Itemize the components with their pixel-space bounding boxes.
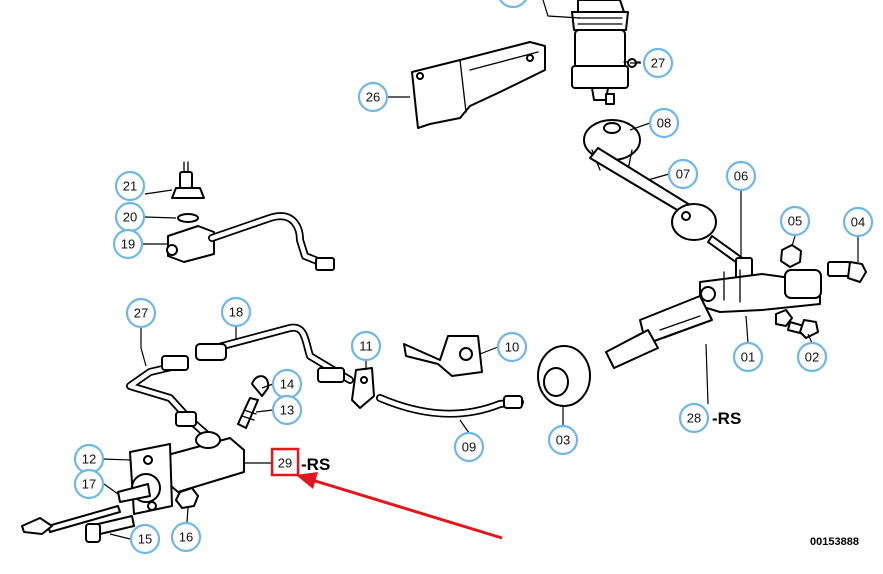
callout-12[interactable]: 12 bbox=[73, 443, 105, 475]
svg-text:03: 03 bbox=[556, 433, 570, 448]
svg-text:17: 17 bbox=[82, 477, 96, 492]
svg-text:06: 06 bbox=[734, 169, 748, 184]
callout-08[interactable]: 08 bbox=[648, 107, 680, 139]
leader-lines bbox=[102, 62, 859, 540]
callout-04[interactable]: 04 bbox=[842, 206, 874, 238]
highlight-arrow bbox=[296, 472, 503, 540]
callout-03[interactable]: 03 bbox=[547, 424, 579, 456]
slave-cylinder-29 bbox=[117, 431, 245, 515]
svg-text:11: 11 bbox=[359, 339, 373, 354]
svg-text:27: 27 bbox=[651, 56, 665, 71]
callout-20[interactable]: 20 bbox=[114, 201, 146, 233]
callout-29-highlighted[interactable]: 29 bbox=[270, 447, 300, 477]
svg-text:02: 02 bbox=[805, 350, 819, 365]
svg-text:10: 10 bbox=[505, 340, 519, 355]
svg-text:13: 13 bbox=[280, 403, 294, 418]
svg-text:28: 28 bbox=[687, 411, 701, 426]
line-27 bbox=[126, 355, 210, 438]
svg-text:01: 01 bbox=[741, 350, 755, 365]
callout-13[interactable]: 13 bbox=[271, 394, 303, 426]
boot-slave bbox=[671, 203, 717, 241]
callout-28-suffix: -RS bbox=[712, 409, 741, 428]
callout-22[interactable]: 25 bbox=[498, 0, 528, 9]
bolt-02 bbox=[775, 309, 819, 339]
callout-27[interactable]: 27 bbox=[125, 297, 157, 329]
svg-text:08: 08 bbox=[657, 116, 671, 131]
callout-06[interactable]: 06 bbox=[725, 160, 757, 192]
washer-20 bbox=[177, 213, 199, 223]
svg-text:09: 09 bbox=[462, 440, 476, 455]
svg-text:16: 16 bbox=[179, 530, 193, 545]
callout-25[interactable]: 26 bbox=[357, 81, 389, 113]
pressure-switch-21 bbox=[171, 161, 205, 199]
svg-text:15: 15 bbox=[138, 532, 152, 547]
callout-16[interactable]: 16 bbox=[170, 521, 202, 553]
callout-28[interactable]: 28 bbox=[678, 402, 710, 434]
line-18 bbox=[195, 323, 354, 384]
bracket-25 bbox=[411, 41, 546, 129]
svg-text:20: 20 bbox=[123, 210, 137, 225]
reference-number: 00153888 bbox=[810, 536, 859, 548]
pushrod-17 bbox=[21, 505, 121, 535]
bolt-04 bbox=[827, 261, 867, 283]
svg-text:19: 19 bbox=[121, 237, 135, 252]
line-19 bbox=[208, 212, 335, 271]
svg-text:27: 27 bbox=[134, 306, 148, 321]
svg-text:21: 21 bbox=[123, 179, 137, 194]
callout-01[interactable]: 01 bbox=[732, 341, 764, 373]
svg-text:14: 14 bbox=[280, 377, 294, 392]
svg-text:04: 04 bbox=[851, 215, 865, 230]
svg-text:07: 07 bbox=[676, 167, 690, 182]
fluid-reservoir bbox=[542, 0, 641, 105]
callout-29-suffix: -RS bbox=[301, 455, 330, 474]
nut-16 bbox=[175, 487, 199, 509]
callout-21[interactable]: 21 bbox=[114, 170, 146, 202]
callout-14[interactable]: 14 bbox=[271, 368, 303, 400]
svg-text:29: 29 bbox=[278, 456, 292, 471]
callout-02[interactable]: 02 bbox=[796, 341, 828, 373]
callout-11[interactable]: 11 bbox=[350, 330, 382, 362]
callout-15[interactable]: 15 bbox=[129, 523, 161, 555]
boot-03 bbox=[537, 345, 591, 407]
clip-11 bbox=[351, 367, 375, 409]
bleeder-13 bbox=[237, 397, 259, 429]
bolt-15 bbox=[85, 515, 135, 543]
connector-19 bbox=[166, 225, 215, 263]
rod-06 bbox=[707, 235, 753, 279]
callout-07[interactable]: 07 bbox=[667, 158, 699, 190]
svg-text:05: 05 bbox=[788, 214, 802, 229]
callout-26[interactable]: 27 bbox=[642, 47, 674, 79]
callout-19[interactable]: 19 bbox=[112, 228, 144, 260]
svg-text:26: 26 bbox=[366, 90, 380, 105]
hose-09 bbox=[376, 394, 524, 418]
svg-text:18: 18 bbox=[229, 305, 243, 320]
bracket-10 bbox=[403, 335, 483, 377]
callout-18[interactable]: 18 bbox=[220, 296, 252, 328]
callout-17[interactable]: 17 bbox=[73, 468, 105, 500]
svg-text:12: 12 bbox=[82, 452, 96, 467]
callout-09[interactable]: 09 bbox=[453, 431, 485, 463]
callout-05[interactable]: 05 bbox=[779, 205, 811, 237]
cap-14 bbox=[251, 375, 270, 397]
callout-10[interactable]: 10 bbox=[496, 331, 528, 363]
nut-05 bbox=[780, 244, 802, 268]
master-cylinder-01 bbox=[605, 269, 822, 369]
